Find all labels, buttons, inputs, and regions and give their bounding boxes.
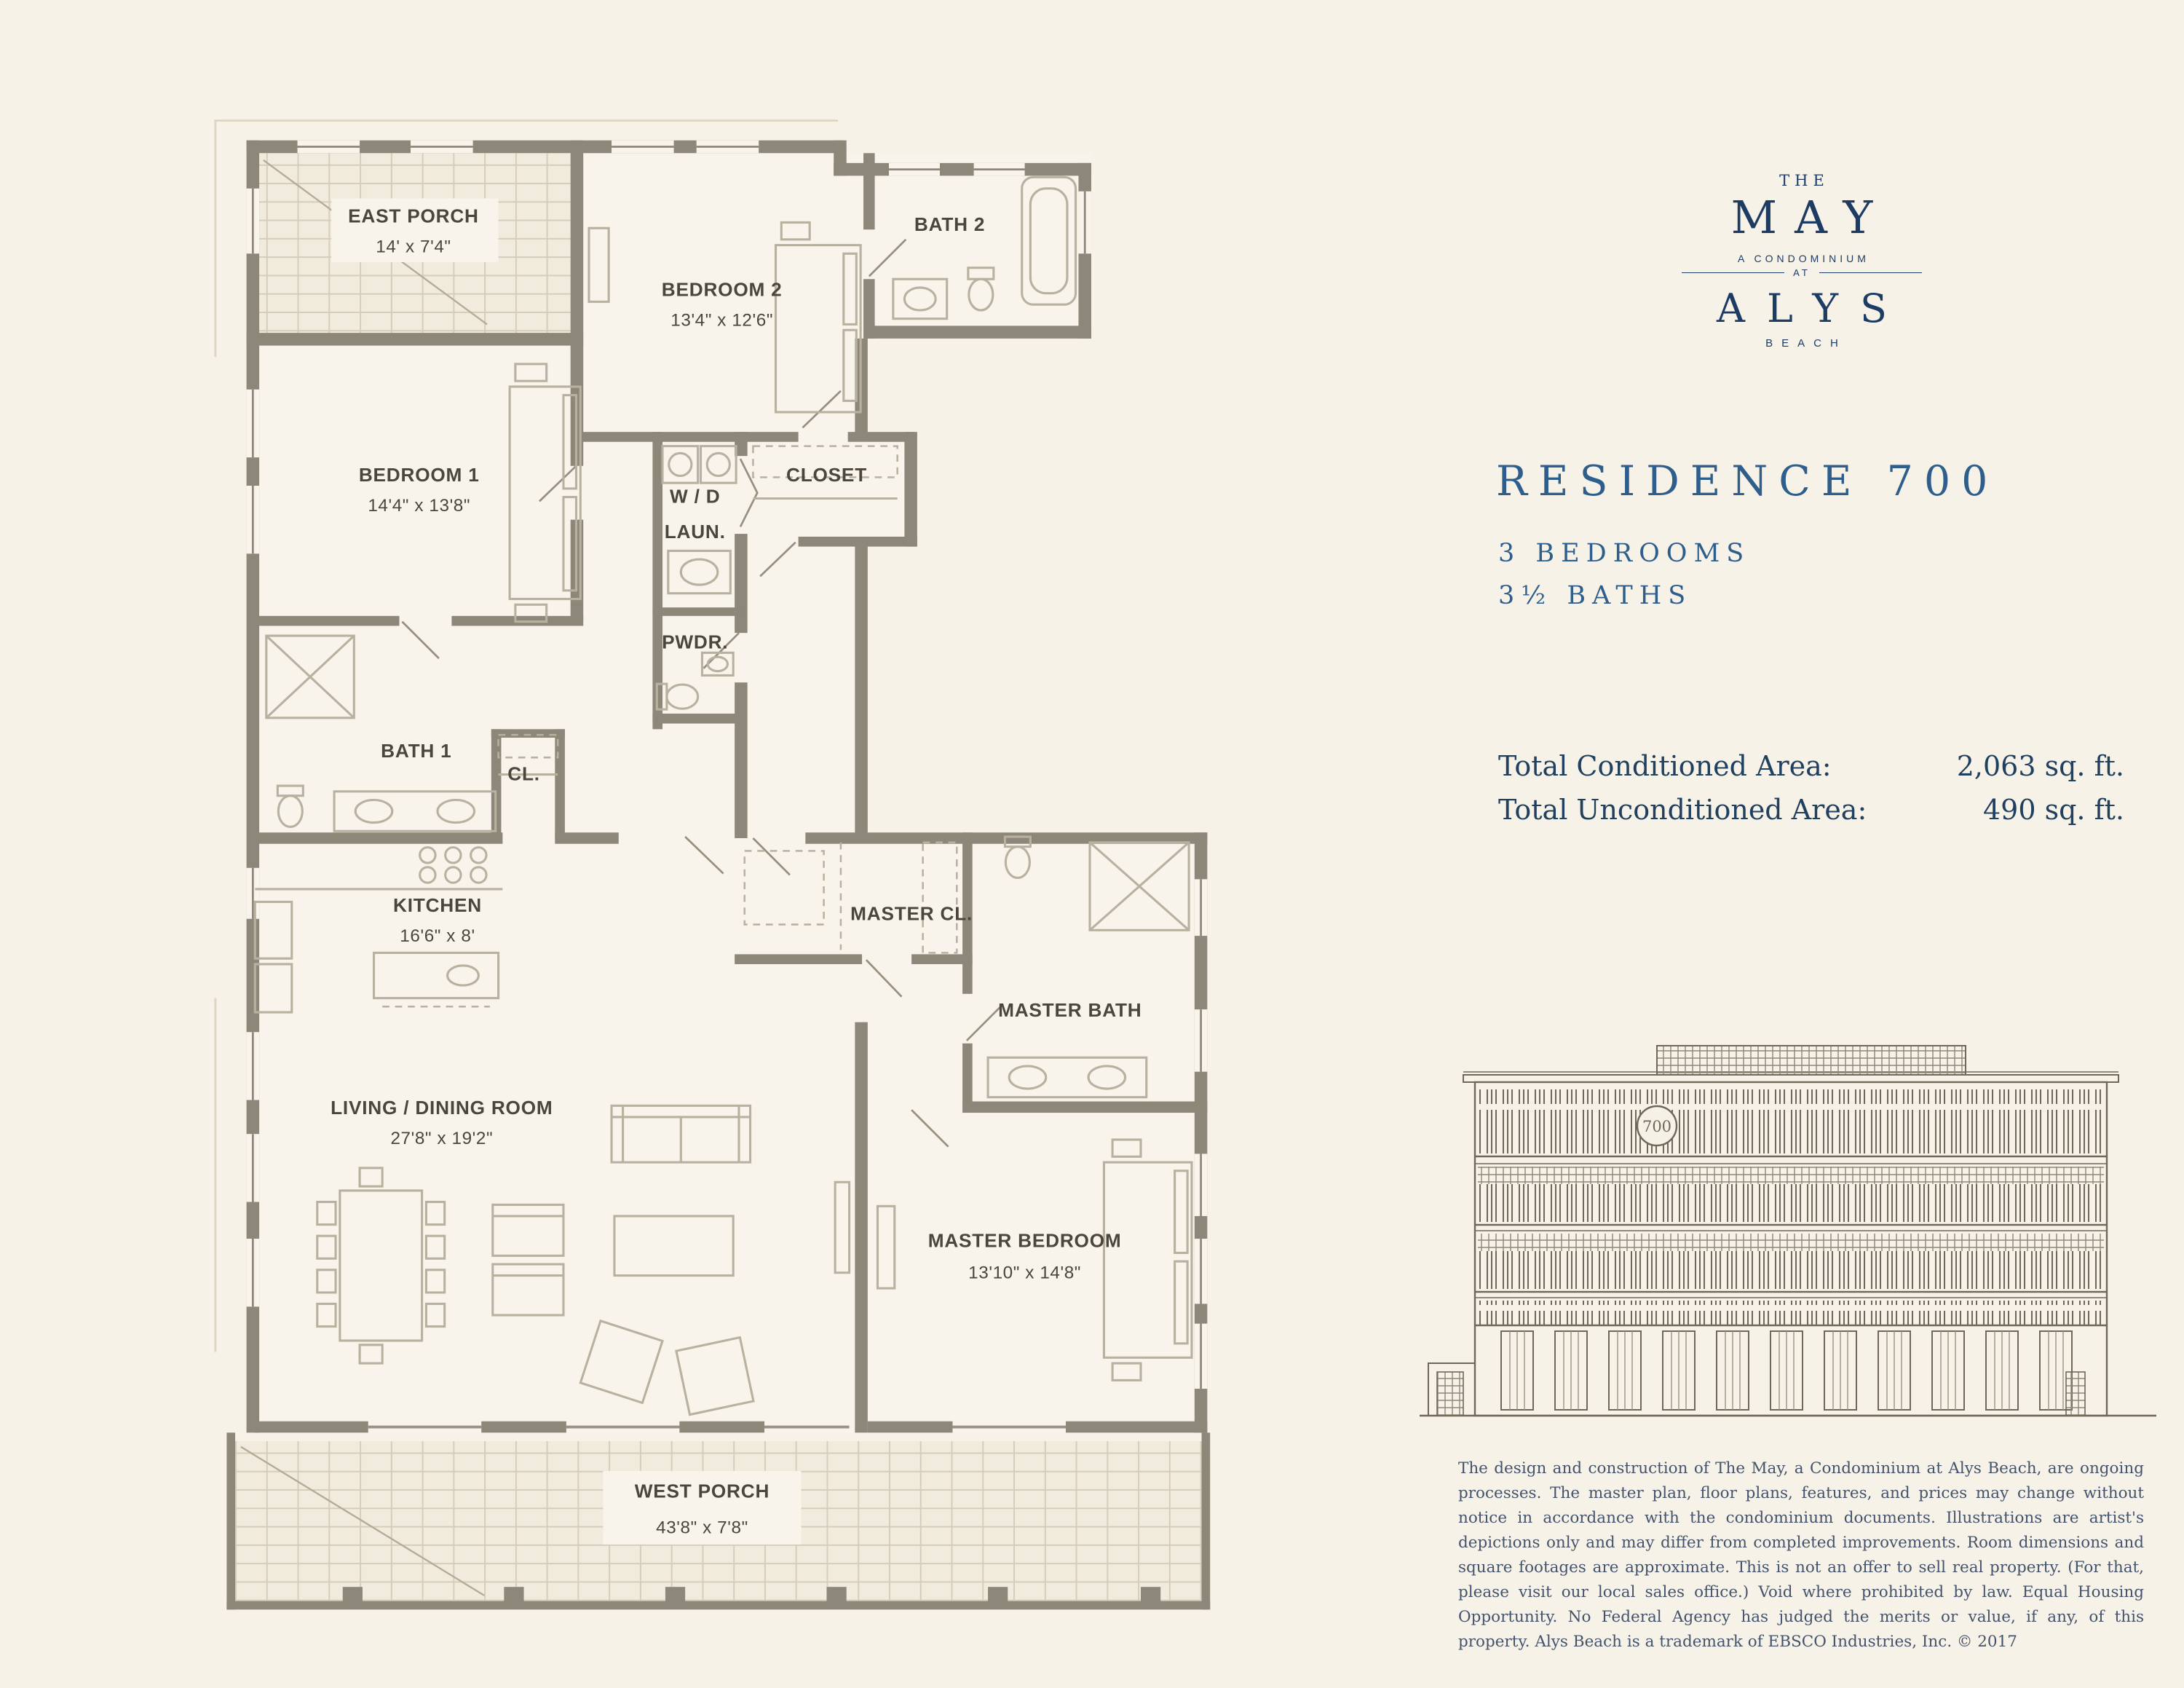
floor-area bbox=[255, 153, 1208, 1433]
logo-may: MAY bbox=[1730, 191, 1891, 244]
room-label-living: LIVING / DINING ROOM bbox=[331, 1097, 553, 1119]
conditioned-area-row: Total Conditioned Area: 2,063 sq. ft. bbox=[1498, 750, 2124, 782]
west-porch-paving bbox=[235, 1440, 1202, 1601]
room-dims-master-bedroom: 13'10" x 14'8" bbox=[968, 1263, 1081, 1282]
room-dims-bedroom2: 13'4" x 12'6" bbox=[670, 310, 773, 330]
room-dims-kitchen: 16'6" x 8' bbox=[400, 926, 475, 946]
room-label-closet: CLOSET bbox=[786, 464, 867, 486]
roof-overhang-lines bbox=[214, 119, 839, 1352]
logo-rule-right bbox=[1819, 272, 1922, 274]
bedrooms-count: 3 BEDROOMS bbox=[1498, 539, 1751, 568]
unit-location-circle bbox=[1636, 1105, 1678, 1147]
room-label-cl: CL. bbox=[507, 762, 540, 784]
room-label-wd: W / D bbox=[670, 485, 720, 507]
legal-disclaimer: The design and construction of The May, … bbox=[1458, 1459, 2144, 1651]
room-dims-west-porch: 43'8" x 7'8" bbox=[656, 1518, 748, 1537]
room-label-master-cl: MASTER CL. bbox=[850, 903, 973, 925]
room-label-bedroom2: BEDROOM 2 bbox=[662, 279, 783, 301]
area-summary: Total Conditioned Area: 2,063 sq. ft. To… bbox=[1498, 750, 2124, 837]
room-label-west-porch: WEST PORCH bbox=[635, 1480, 769, 1502]
baths-count: 3½ BATHS bbox=[1498, 581, 1693, 610]
windows bbox=[246, 140, 1208, 1429]
unit-number: 700 bbox=[1642, 1118, 1671, 1135]
floor-plan: EAST PORCH 14' x 7'4" BATH 2 BEDROOM 2 1… bbox=[214, 119, 1211, 1610]
unconditioned-area-value: 490 sq. ft. bbox=[1982, 794, 2124, 826]
brand-logo: THE MAY A CONDOMINIUM AT ALYS BEACH bbox=[1638, 172, 1966, 350]
logo-the: THE bbox=[1779, 172, 1829, 189]
room-label-east-porch: EAST PORCH bbox=[348, 205, 479, 226]
room-dims-living: 27'8" x 19'2" bbox=[390, 1129, 493, 1148]
room-label-master-bedroom: MASTER BEDROOM bbox=[928, 1230, 1122, 1252]
logo-alys: ALYS bbox=[1716, 285, 1910, 331]
unconditioned-area-row: Total Unconditioned Area: 490 sq. ft. bbox=[1498, 794, 2124, 826]
east-porch-paving bbox=[256, 153, 571, 334]
room-labels: EAST PORCH 14' x 7'4" BATH 2 BEDROOM 2 1… bbox=[331, 205, 1142, 1537]
conditioned-area-label: Total Conditioned Area: bbox=[1498, 750, 1832, 782]
logo-at-row: AT bbox=[1682, 267, 1922, 278]
room-label-pwdr: PWDR. bbox=[662, 631, 728, 653]
conditioned-area-value: 2,063 sq. ft. bbox=[1956, 750, 2124, 782]
room-label-master-bath: MASTER BATH bbox=[998, 999, 1142, 1021]
room-label-bath2: BATH 2 bbox=[914, 213, 985, 235]
room-dims-bedroom1: 14'4" x 13'8" bbox=[368, 496, 470, 516]
page-title: RESIDENCE 700 bbox=[1496, 457, 1999, 505]
logo-beach: BEACH bbox=[1765, 337, 1847, 350]
room-label-bedroom1: BEDROOM 1 bbox=[359, 464, 480, 486]
elevation-drawing: 700 bbox=[1420, 1045, 2156, 1417]
logo-condominium: A CONDOMINIUM bbox=[1738, 253, 1870, 264]
room-label-kitchen: KITCHEN bbox=[393, 894, 482, 916]
unconditioned-area-label: Total Unconditioned Area: bbox=[1498, 794, 1867, 826]
room-label-laun: LAUN. bbox=[665, 521, 726, 543]
logo-at: AT bbox=[1793, 267, 1811, 278]
building-elevation: 700 bbox=[1420, 1045, 2156, 1417]
logo-rule-left bbox=[1682, 272, 1785, 274]
room-dims-east-porch: 14' x 7'4" bbox=[376, 237, 451, 256]
door-swings bbox=[401, 238, 1003, 1148]
room-label-bath1: BATH 1 bbox=[381, 740, 451, 762]
furniture bbox=[253, 175, 1193, 1416]
